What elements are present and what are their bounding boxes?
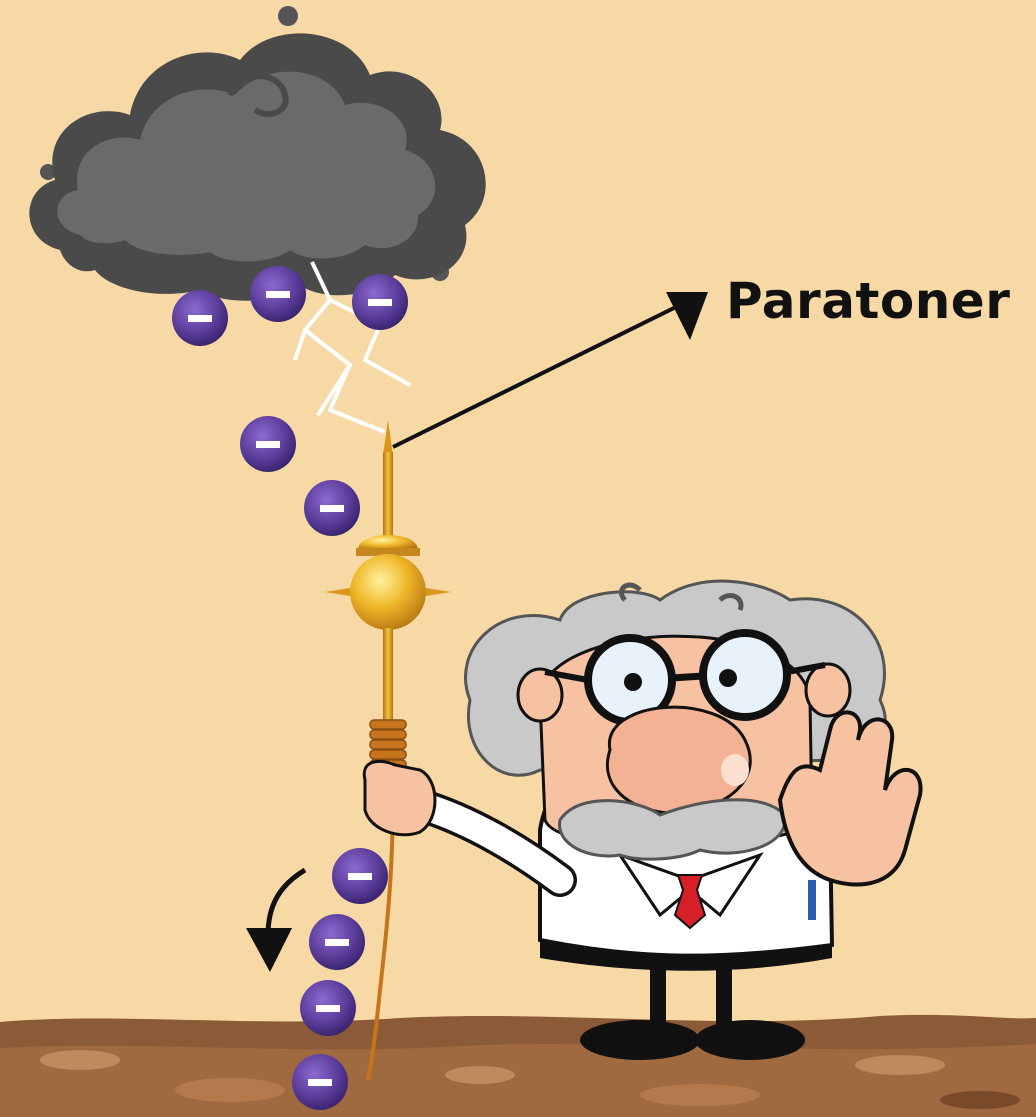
electrons	[172, 266, 408, 1110]
downward-curved-arrow-icon	[246, 870, 305, 972]
scientist-character	[364, 581, 920, 1060]
paratoner-label: Paratoner	[726, 272, 1010, 330]
electron	[300, 980, 356, 1036]
storm-cloud	[29, 6, 485, 301]
ground	[0, 1015, 1036, 1117]
electron	[304, 480, 360, 536]
electron	[332, 848, 388, 904]
electron	[250, 266, 306, 322]
electron	[309, 914, 365, 970]
electron	[240, 416, 296, 472]
label-pointer-arrow	[393, 292, 708, 447]
electron	[172, 290, 228, 346]
electron	[292, 1054, 348, 1110]
electron	[352, 274, 408, 330]
